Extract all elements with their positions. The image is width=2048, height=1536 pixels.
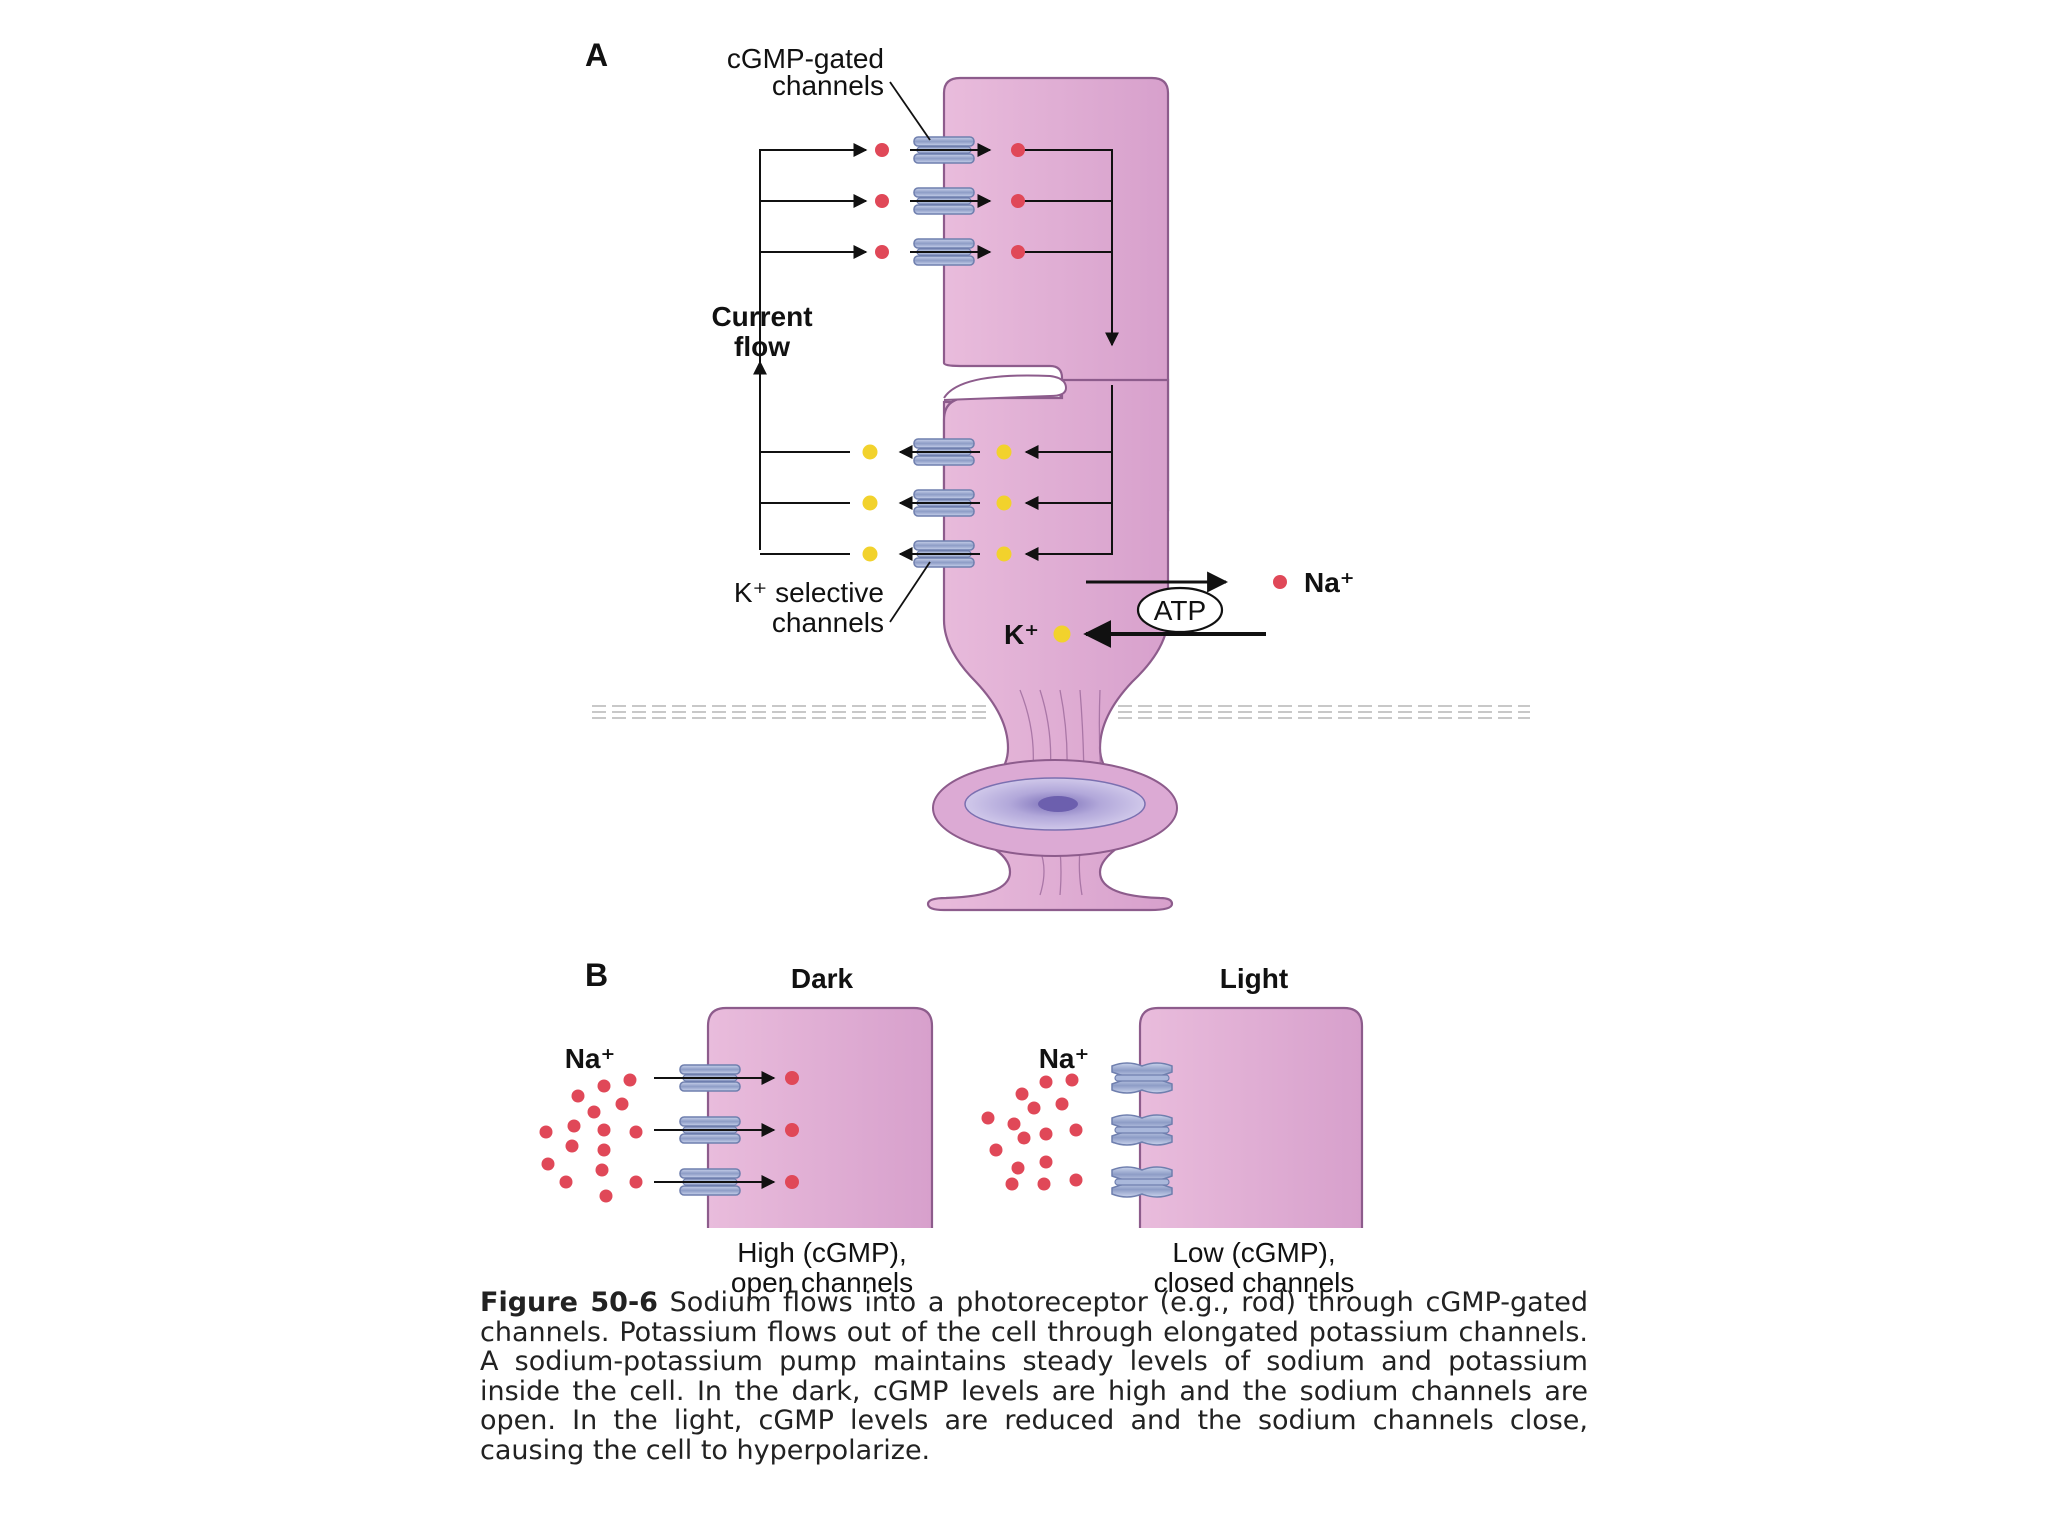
figure-number: Figure 50-6 — [480, 1287, 658, 1318]
current-flow-label-2: flow — [734, 331, 790, 362]
dark-rod-segment — [706, 1006, 934, 1228]
closed-channel — [1111, 1062, 1173, 1094]
light-caption: Low (cGMP), — [1172, 1237, 1335, 1268]
sodium-ion — [875, 143, 1287, 589]
sodium-potassium-pump: ATP — [1083, 571, 1266, 648]
dark-na-label: Na⁺ — [565, 1043, 616, 1074]
current-flow-label: Current — [711, 301, 812, 332]
sodium-ion — [539, 1071, 799, 1203]
na-out-label: Na⁺ — [1304, 567, 1355, 598]
light-title: Light — [1220, 963, 1288, 994]
dark-caption-2: open channels — [731, 1267, 913, 1298]
cgmp-channels-label-2: channels — [772, 70, 884, 101]
sodium-ion — [981, 1073, 1083, 1191]
panel-b-letter: B — [585, 957, 608, 993]
k-channels-label: K⁺ selective — [734, 577, 884, 608]
light-rod-segment — [1138, 1006, 1364, 1228]
light-caption-2: closed channels — [1154, 1267, 1355, 1298]
cgmp-channels-label: cGMP-gated — [727, 43, 884, 74]
dark-caption: High (cGMP), — [737, 1237, 907, 1268]
k-in-label: K⁺ — [1004, 619, 1039, 650]
potassium-ion — [862, 444, 1071, 643]
k-channels-label-2: channels — [772, 607, 884, 638]
dark-title: Dark — [791, 963, 854, 994]
closed-channel — [1111, 1166, 1173, 1198]
closed-channel — [1111, 1114, 1173, 1146]
limiting-membrane — [592, 705, 1530, 719]
figure-caption: Figure 50-6 Sodium flows into a photorec… — [480, 1288, 1588, 1466]
caption-text: Sodium flows into a photoreceptor (e.g.,… — [480, 1287, 1588, 1466]
light-na-label: Na⁺ — [1039, 1043, 1090, 1074]
atp-label: ATP — [1154, 595, 1206, 626]
panel-a-letter: A — [585, 37, 608, 73]
